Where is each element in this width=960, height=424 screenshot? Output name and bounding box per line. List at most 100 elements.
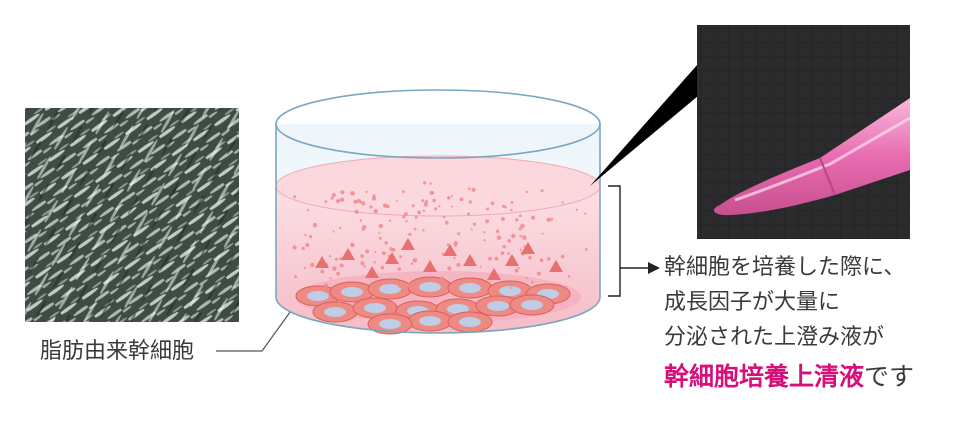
growth-factor-dot xyxy=(539,258,544,263)
growth-factor-dot xyxy=(294,275,297,279)
growth-factor-dot xyxy=(301,246,305,251)
growth-factor-dot xyxy=(486,207,489,211)
growth-factor-dot xyxy=(360,261,365,266)
growth-factor-dot xyxy=(500,251,505,255)
growth-factor-dot xyxy=(309,235,313,239)
growth-factor-dot xyxy=(412,258,418,263)
growth-factor-dot xyxy=(560,254,565,259)
growth-factor-dot xyxy=(488,256,492,261)
growth-factor-dot xyxy=(472,222,477,226)
growth-factor-dot xyxy=(388,219,392,222)
growth-factor-dot xyxy=(410,262,414,265)
growth-factor-dot xyxy=(381,251,386,256)
growth-factor-dot xyxy=(378,236,382,240)
growth-factor-dot xyxy=(540,189,544,193)
growth-factor-dot xyxy=(496,235,502,240)
growth-factor-dot xyxy=(399,255,402,259)
growth-factor-dot xyxy=(457,232,461,236)
growth-factor-dot xyxy=(446,243,450,246)
growth-factor-dot xyxy=(385,204,390,209)
growth-factor-dot xyxy=(339,226,342,230)
growth-factor-dot xyxy=(305,243,310,247)
growth-factor-dot xyxy=(324,283,329,288)
cell-label-leader xyxy=(216,300,299,352)
growth-factor-dot xyxy=(442,215,446,219)
growth-factor-dot xyxy=(373,261,376,264)
growth-factor-dot xyxy=(293,195,297,199)
growth-factor-dot xyxy=(510,208,513,212)
growth-factor-dot xyxy=(454,244,457,247)
growth-factor-dot xyxy=(429,182,432,185)
cell-nucleus-icon xyxy=(487,301,509,311)
growth-factor-dot xyxy=(468,187,471,190)
secretion-arrowhead-icon xyxy=(341,248,355,260)
secretion-arrowhead-icon xyxy=(423,260,437,272)
growth-factor-dot xyxy=(331,193,336,198)
growth-factor-dot xyxy=(439,276,445,281)
growth-factor-dot xyxy=(502,244,507,249)
caption-highlight: 幹細胞培養上清液 xyxy=(664,362,865,391)
growth-factor-dot xyxy=(585,248,588,251)
cell-nucleus-icon xyxy=(419,316,441,326)
growth-factor-dot xyxy=(518,214,522,218)
growth-factor-dot xyxy=(373,208,378,214)
growth-factor-dot xyxy=(468,200,473,204)
medium-bracket xyxy=(608,185,660,297)
caption-arrow-icon xyxy=(648,262,660,274)
growth-factor-dot xyxy=(459,197,464,202)
secretion-arrowhead-icon xyxy=(549,260,563,272)
growth-factor-dot xyxy=(434,207,438,211)
growth-factor-dot xyxy=(395,200,398,202)
secretion-arrows xyxy=(315,238,563,302)
growth-factor-dot xyxy=(541,232,544,235)
growth-factor-dot xyxy=(350,191,355,196)
growth-factor-dot xyxy=(525,190,529,194)
growth-factor-dot xyxy=(350,242,355,248)
growth-factor-dot xyxy=(467,212,471,216)
growth-factor-dot xyxy=(485,219,490,224)
growth-factor-dot xyxy=(471,187,476,192)
growth-factor-dot xyxy=(438,205,441,208)
cell-nucleus-icon xyxy=(364,303,386,313)
growth-factor-dot xyxy=(418,279,424,284)
growth-factor-dot xyxy=(411,204,415,208)
growth-factor-dot xyxy=(584,212,587,215)
growth-factor-dot xyxy=(359,219,363,222)
caption-line-1: 幹細胞を培養した際に、 xyxy=(664,255,906,280)
growth-factor-dot xyxy=(483,231,486,234)
growth-factor-dot xyxy=(353,199,358,204)
growth-factor-dot xyxy=(380,265,385,270)
growth-factor-dot xyxy=(567,275,571,278)
secretion-arrowhead-icon xyxy=(385,252,399,264)
growth-factor-dot xyxy=(306,209,310,212)
caption-line-3: 分泌された上澄み液が xyxy=(664,325,885,350)
growth-factor-dot xyxy=(446,196,451,200)
pipette-tip-photo xyxy=(697,25,911,239)
growth-factor-dot xyxy=(332,266,337,271)
growth-factor-dot xyxy=(522,235,527,240)
growth-factor-dot xyxy=(507,239,511,243)
growth-factor-dot xyxy=(423,181,427,185)
growth-factor-dot xyxy=(432,198,436,203)
growth-factor-dot xyxy=(402,215,406,219)
growth-factor-dot xyxy=(359,201,363,204)
growth-factor-dot xyxy=(517,266,520,270)
growth-factor-dot xyxy=(500,217,505,221)
cell-nucleus-icon xyxy=(379,319,401,329)
secretion-arrowhead-icon xyxy=(401,238,415,250)
growth-factor-dot xyxy=(470,228,473,231)
secretion-arrowhead-icon xyxy=(443,244,457,256)
growth-factor-dot xyxy=(414,215,418,219)
growth-factor-dot xyxy=(422,229,425,232)
growth-factor-dot xyxy=(479,265,482,268)
growth-factor-dot xyxy=(536,271,541,276)
growth-factor-dot xyxy=(408,232,412,236)
growth-factor-dot xyxy=(374,251,377,254)
growth-factor-dot xyxy=(514,268,519,273)
growth-factor-dot xyxy=(507,252,510,255)
growth-factor-dot xyxy=(519,234,522,238)
growth-factor-dot xyxy=(518,227,522,231)
secretion-arrowhead-icon xyxy=(315,256,329,268)
growth-factor-dot xyxy=(304,233,307,237)
growth-factor-dot xyxy=(328,255,332,258)
